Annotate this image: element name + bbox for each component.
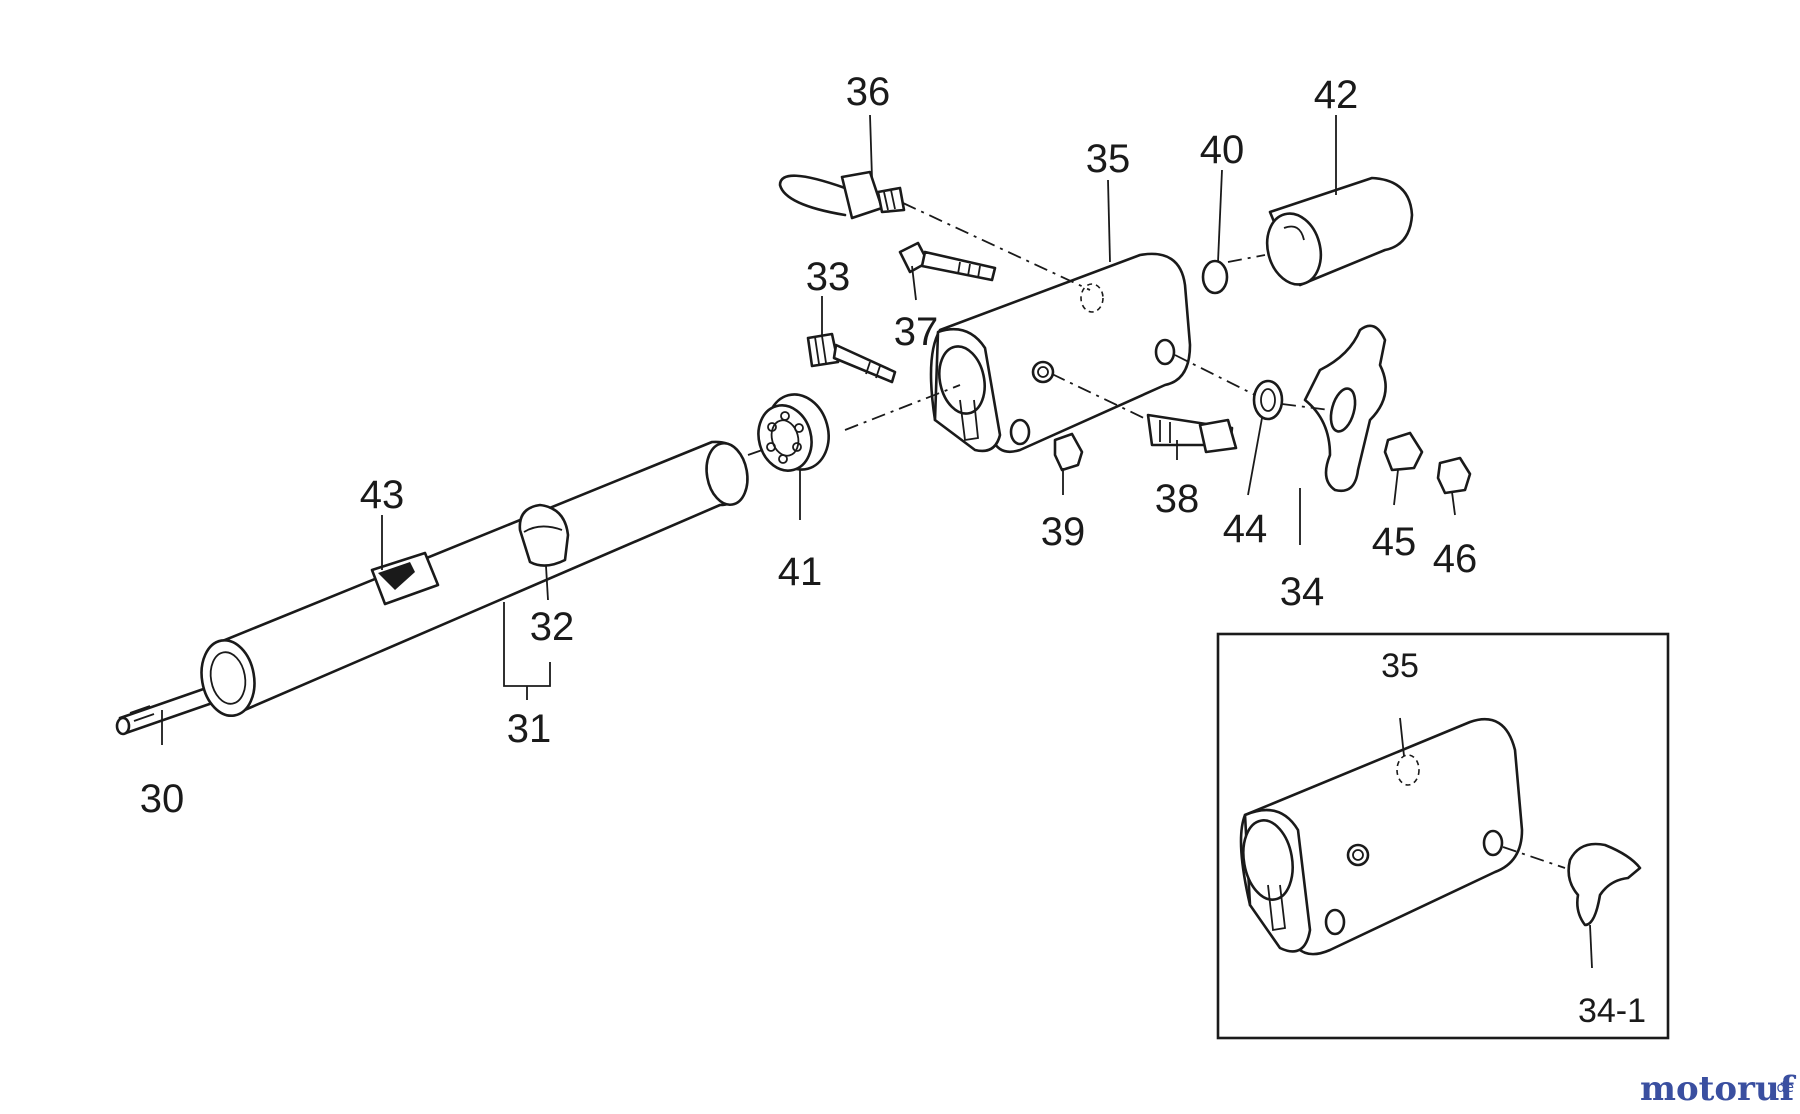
bolt-33: [806, 332, 897, 384]
washer-44: [1252, 379, 1284, 421]
callout-43: 43: [360, 473, 405, 517]
assembly-lines: [747, 202, 1331, 456]
callout-30: 30: [140, 777, 185, 821]
bolt-38: [1146, 413, 1238, 454]
callout-37: 37: [894, 310, 939, 354]
callout-32: 32: [530, 605, 575, 649]
eye-bolt: [778, 170, 906, 220]
leader-lines: [161, 114, 1456, 745]
ball-bearing: [757, 393, 830, 472]
callout-33: 33: [806, 255, 851, 299]
clamp-knob: [518, 503, 570, 567]
circlip-40: [1201, 259, 1229, 295]
watermark-suffix: .de: [1772, 1080, 1794, 1096]
callout-36: 36: [846, 70, 891, 114]
callout-31: 31: [507, 707, 552, 751]
callout-39: 39: [1041, 510, 1086, 554]
callout-34: 34: [1280, 570, 1325, 614]
watermark-text: motoruf: [1640, 1069, 1797, 1109]
callout-45: 45: [1372, 520, 1417, 564]
wing-knob-34: [1303, 324, 1387, 493]
callout-41: 41: [778, 550, 823, 594]
inset-detail: [1216, 632, 1670, 1040]
main-tube: [200, 440, 749, 717]
bolt-37: [898, 241, 997, 282]
nut-46: [1436, 456, 1472, 495]
nut-45: [1383, 431, 1424, 472]
sleeve-42: [1265, 176, 1414, 287]
callout-44: 44: [1223, 507, 1268, 551]
gear-housing: [929, 252, 1192, 454]
drive-shaft: [115, 683, 223, 736]
inset-callout-34-1: 34-1: [1578, 992, 1646, 1030]
callout-40: 40: [1200, 128, 1245, 172]
label-sticker: [370, 551, 440, 606]
watermark: motoruf .de: [1640, 1069, 1797, 1109]
nut-39: [1053, 432, 1084, 472]
callout-38: 38: [1155, 477, 1200, 521]
callout-46: 46: [1433, 537, 1478, 581]
callout-35: 35: [1086, 137, 1131, 181]
callout-labels: 30 31 32 33 34 35 36 37 38 39 40 41 42 4…: [140, 70, 1646, 1030]
callout-42: 42: [1314, 73, 1359, 117]
inset-callout-35: 35: [1381, 647, 1419, 685]
